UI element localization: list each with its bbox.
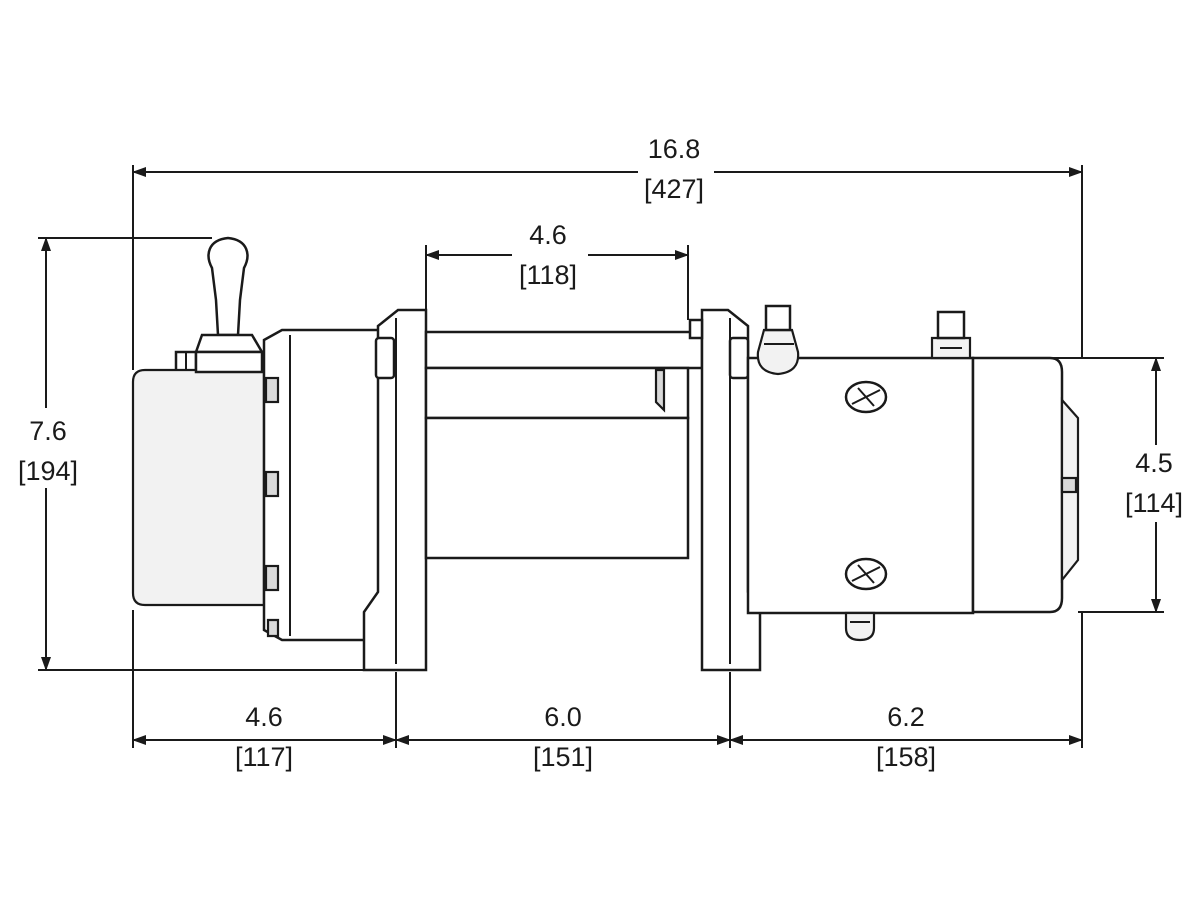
motor-terminal (756, 304, 800, 376)
dim-motor-height-mm: [114] (1125, 488, 1183, 518)
dim-motor-section-mm: [158] (876, 742, 936, 772)
left-end-plate (362, 308, 428, 672)
dimension-drum-length: 4.6 [118] (425, 220, 689, 290)
dim-motor-height-inch: 4.5 (1135, 448, 1173, 478)
housing-flange (262, 328, 382, 642)
dim-overall-height-mm: [194] (18, 456, 78, 486)
dim-overall-length-inch: 16.8 (648, 134, 701, 164)
dimension-drum-section: 6.0 [151] (395, 702, 731, 772)
dim-drum-section-inch: 6.0 (544, 702, 582, 732)
dim-gearbox-section-inch: 4.6 (245, 702, 283, 732)
dimension-motor-height: 4.5 [114] (1125, 357, 1183, 613)
winch-body (131, 236, 1080, 672)
dimension-overall-height: 7.6 [194] (18, 237, 78, 671)
dim-overall-height-inch: 7.6 (29, 416, 67, 446)
dim-drum-length-inch: 4.6 (529, 220, 567, 250)
motor-bolt (844, 380, 888, 414)
motor-bolt (844, 557, 888, 591)
dim-drum-length-mm: [118] (519, 260, 577, 290)
dimension-overall-length: 16.8 [427] (132, 134, 1083, 204)
dim-drum-section-mm: [151] (533, 742, 593, 772)
dim-overall-length-mm: [427] (644, 174, 704, 204)
dimension-motor-section: 6.2 [158] (729, 702, 1083, 772)
dimension-gearbox-section: 4.6 [117] (132, 702, 397, 772)
motor-bottom-terminal (844, 611, 876, 642)
dim-gearbox-section-mm: [117] (235, 742, 293, 772)
cable-drum (424, 330, 704, 560)
dim-motor-section-inch: 6.2 (887, 702, 925, 732)
motor-terminal (930, 310, 972, 360)
gear-housing (131, 368, 266, 607)
motor (746, 304, 1080, 642)
